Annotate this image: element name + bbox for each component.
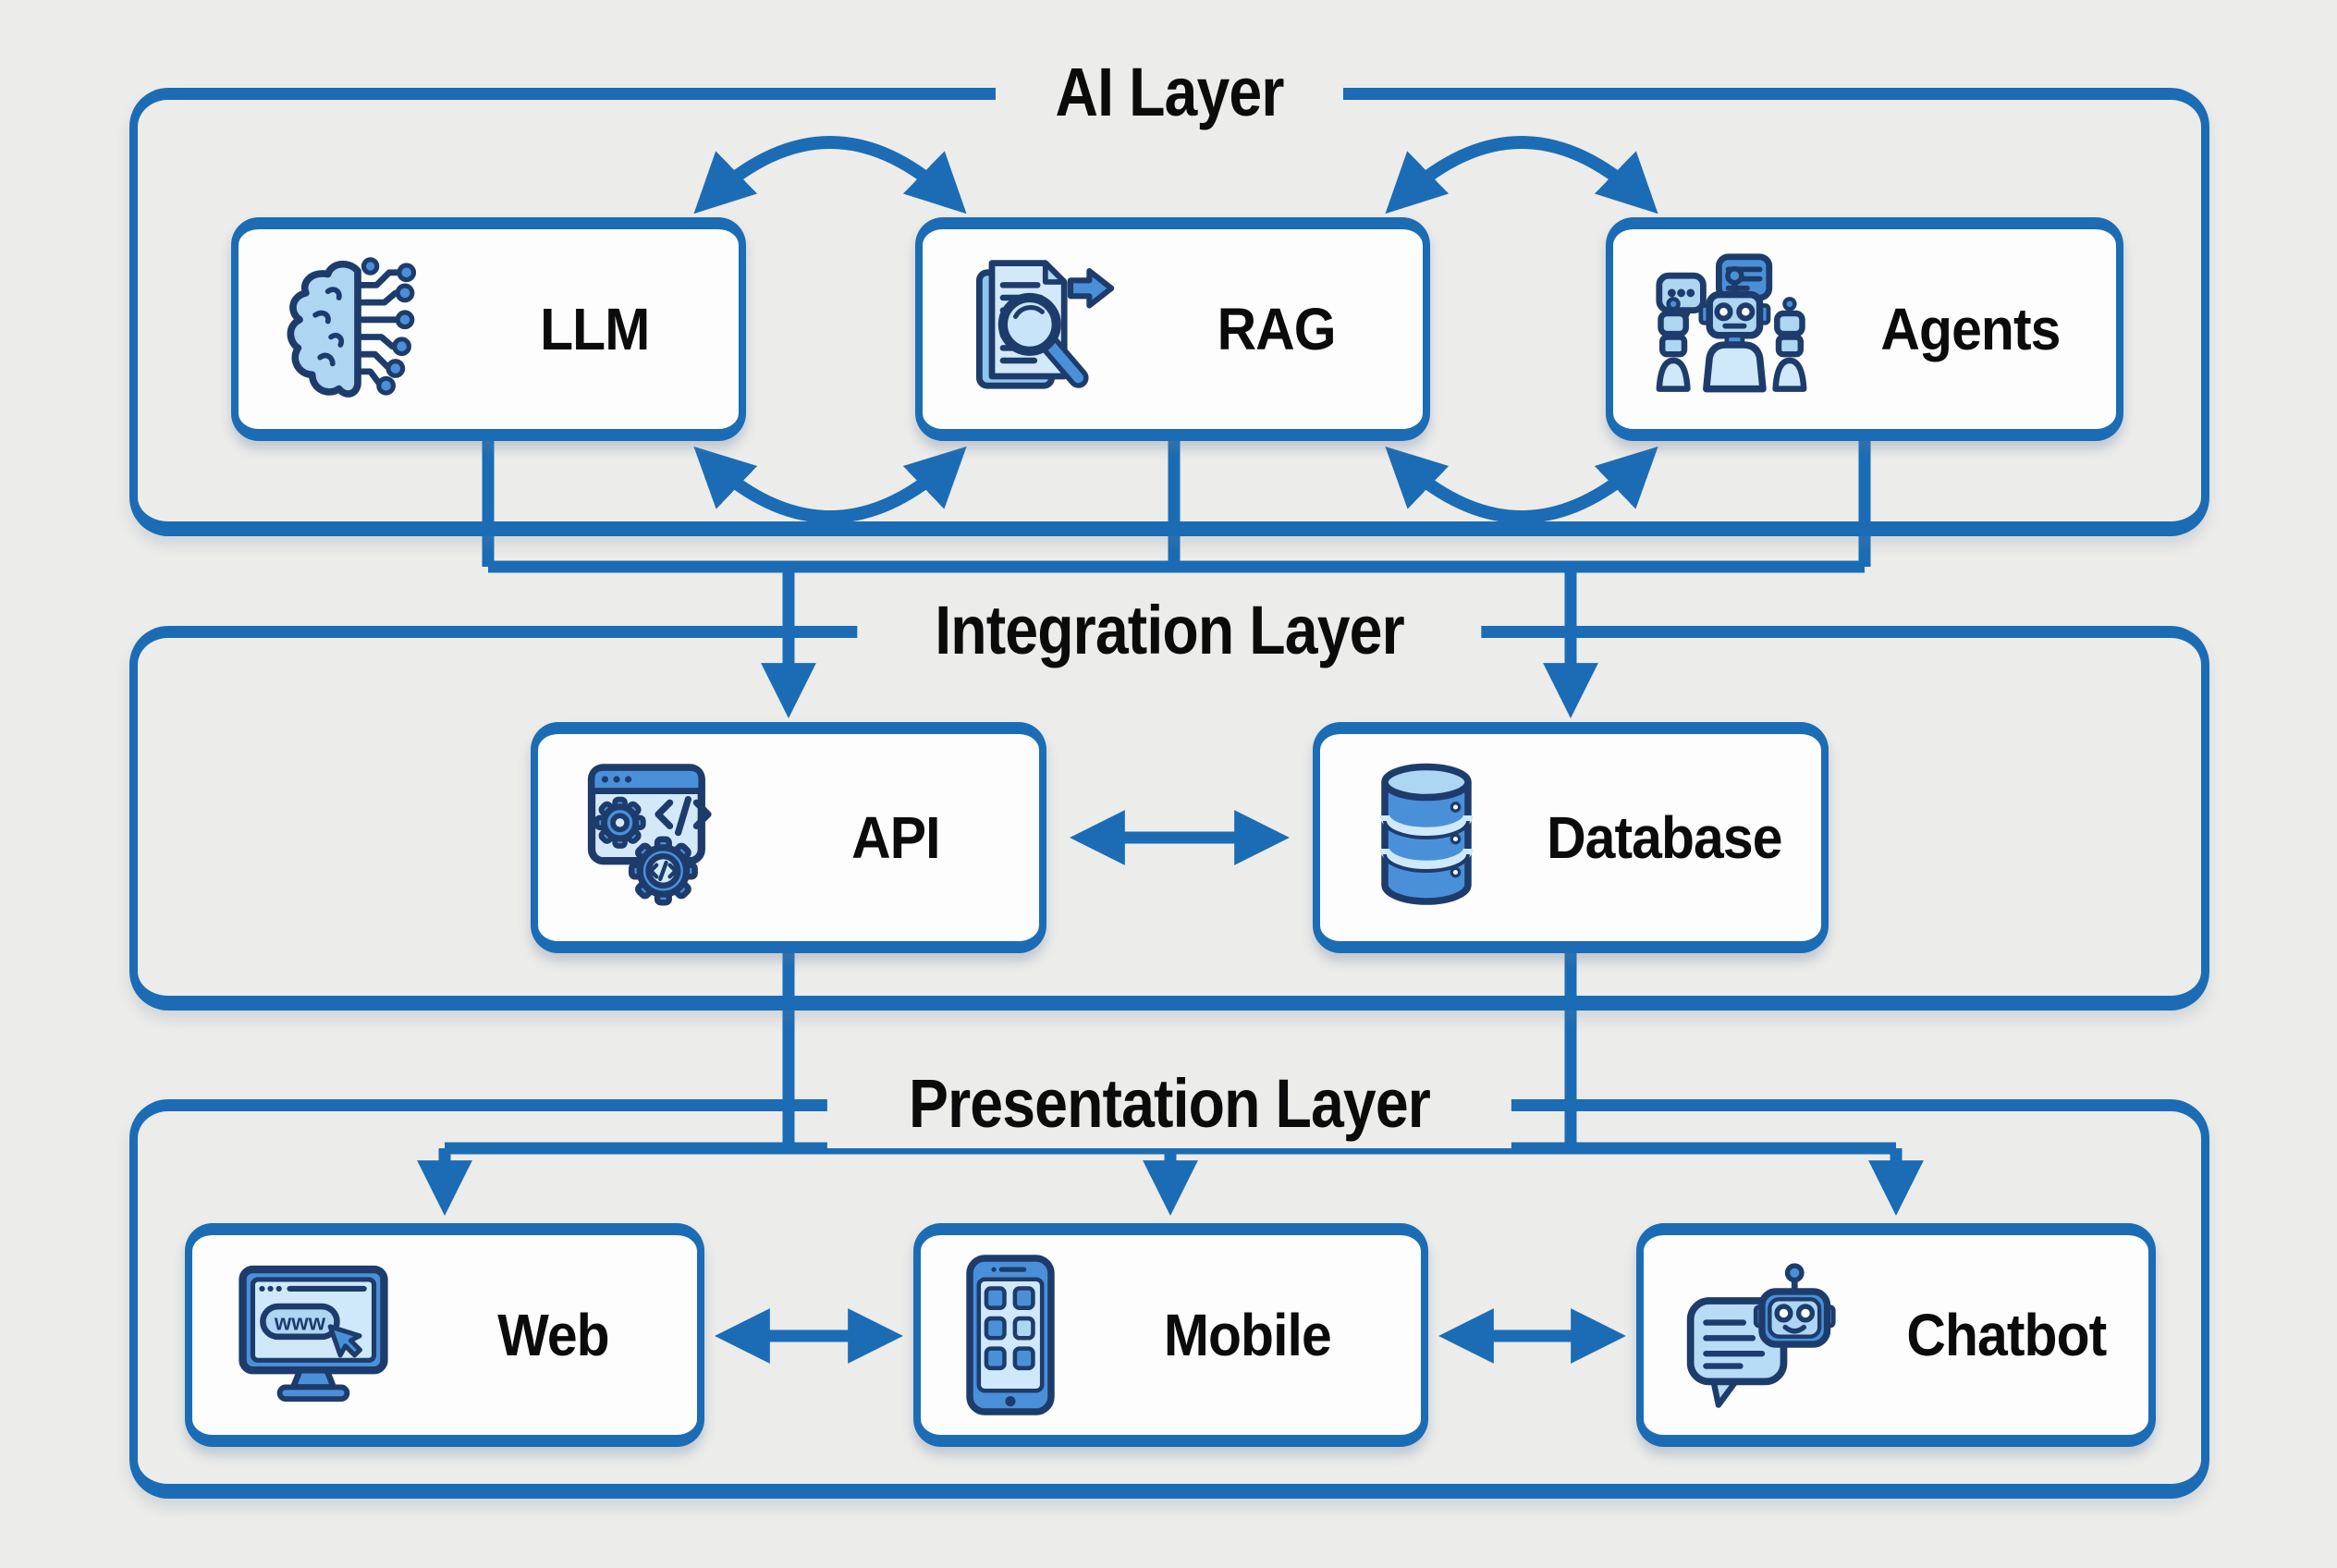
agents-label: Agents	[1879, 296, 2061, 362]
presentation-layer-title: Presentation Layer	[826, 1060, 1512, 1148]
api-gears-icon	[575, 754, 741, 921]
agents-box: Agents	[1606, 217, 2123, 441]
llm-label: LLM	[540, 296, 650, 362]
api-label: API	[851, 804, 940, 871]
mobile-phone-icon	[958, 1252, 1063, 1418]
rag-box: RAG	[915, 217, 1430, 441]
document-search-icon	[960, 251, 1119, 408]
mobile-box: Mobile	[913, 1223, 1428, 1447]
chatbot-label: Chatbot	[1906, 1302, 2107, 1368]
rag-label: RAG	[1217, 296, 1336, 362]
robot-agents-icon	[1650, 251, 1813, 408]
ai-layer-container: AI Layer	[129, 48, 2209, 536]
database-box: Database	[1313, 722, 1829, 953]
web-label: Web	[496, 1302, 609, 1368]
chatbot-box: Chatbot	[1636, 1223, 2156, 1447]
api-box: API	[531, 722, 1046, 953]
presentation-layer-container: Presentation Layer www	[129, 1060, 2209, 1499]
svg-text:www: www	[274, 1312, 326, 1336]
database-label: Database	[1546, 804, 1782, 871]
mobile-label: Mobile	[1164, 1302, 1332, 1368]
database-cylinder-icon	[1357, 758, 1496, 917]
brain-circuit-icon	[275, 251, 440, 408]
integration-layer-container: Integration Layer	[129, 586, 2209, 1011]
web-box: www Web	[185, 1223, 704, 1447]
web-browser-monitor-icon: www	[229, 1259, 398, 1411]
integration-layer-title: Integration Layer	[857, 586, 1482, 675]
chatbot-bubble-icon	[1681, 1257, 1853, 1413]
llm-box: LLM	[231, 217, 746, 441]
ai-layer-title: AI Layer	[995, 48, 1344, 137]
